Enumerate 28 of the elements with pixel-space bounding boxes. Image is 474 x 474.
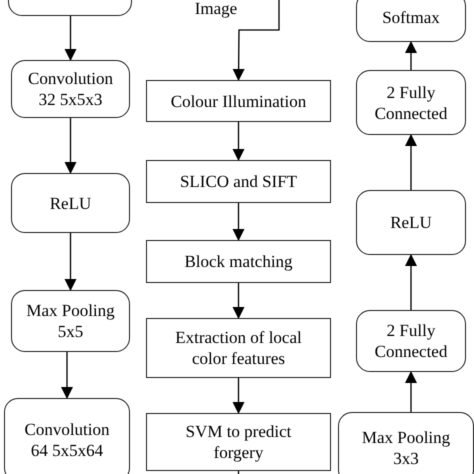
arrow — [232, 283, 244, 319]
arrow — [405, 254, 417, 310]
process-box: Extraction of local color features — [146, 318, 331, 378]
input-label: Image — [186, 0, 246, 18]
arrow — [64, 16, 76, 61]
layer-box: Max Pooling 3x3 — [338, 412, 474, 474]
arrow — [232, 378, 244, 414]
arrow — [64, 118, 76, 174]
layer-box: Softmax — [356, 0, 466, 42]
layer-box: Convolution 64 5x5x64 — [4, 398, 130, 474]
process-box: Block matching — [146, 240, 331, 283]
process-box: SVM to predict forgery — [146, 413, 331, 471]
arrow — [232, 0, 280, 81]
layer-box: Convolution 32 5x5x3 — [11, 60, 130, 118]
process-box: Colour Illumination — [146, 80, 331, 122]
arrow — [61, 352, 73, 399]
arrow — [232, 122, 244, 161]
layer-box: 2 Fully Connected — [356, 310, 466, 372]
process-box: SLICO and SIFT — [146, 160, 331, 203]
layer-box: Max Pooling 5x5 — [11, 290, 130, 352]
layer-box: ReLU — [11, 173, 130, 233]
arrow — [232, 203, 244, 241]
arrow — [405, 371, 417, 412]
arrow — [64, 233, 76, 291]
layer-box: ReLU — [356, 190, 466, 255]
arrow — [405, 134, 417, 190]
layer-box: 2 Fully Connected — [356, 70, 466, 135]
arrow — [405, 41, 417, 70]
